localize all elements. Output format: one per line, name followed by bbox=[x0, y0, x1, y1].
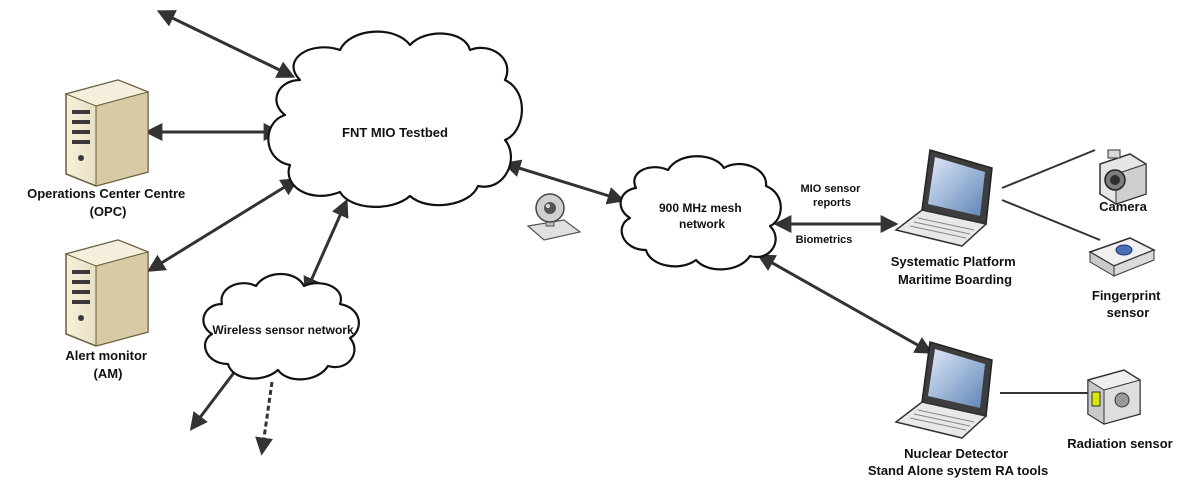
link-testbed-mesh bbox=[506, 164, 622, 200]
boarding-laptop-label: Systematic Platform Maritime Boarding bbox=[891, 254, 1020, 287]
link-label-reports-line1: MIO sensor bbox=[801, 183, 862, 195]
alert-monitor-label-line1: Alert monitor bbox=[65, 348, 147, 363]
ops-center-label: Operations Center Centre (OPC) bbox=[27, 186, 189, 219]
link-laptop-camera bbox=[1002, 150, 1095, 188]
sensor-network-label: Wireless sensor network bbox=[212, 323, 354, 337]
fingerprint-label-line2: sensor bbox=[1107, 305, 1150, 320]
testbed-cloud: FNT MIO Testbed bbox=[268, 32, 522, 207]
radiation-laptop-label-line2: Stand Alone system RA tools bbox=[868, 463, 1048, 478]
fingerprint-label-line1: Fingerprint bbox=[1092, 288, 1161, 303]
link-label-biometrics: Biometrics bbox=[796, 234, 853, 246]
link-mesh-radiation-laptop bbox=[760, 256, 930, 352]
sensor-network-cloud: Wireless sensor network bbox=[203, 274, 358, 379]
radiation-laptop-icon bbox=[896, 342, 992, 438]
fingerprint-label: Fingerprint sensor bbox=[1092, 288, 1164, 320]
boarding-laptop-label-line1: Systematic Platform bbox=[891, 254, 1016, 269]
boarding-laptop-label-line2: Maritime Boarding bbox=[898, 272, 1012, 287]
fingerprint-sensor-icon bbox=[1090, 238, 1154, 276]
radiation-sensor-icon bbox=[1088, 370, 1140, 424]
ops-center-label-line2: (OPC) bbox=[90, 204, 127, 219]
link-label-reports: MIO sensor reports bbox=[801, 183, 864, 209]
link-laptop-fingerprint bbox=[1002, 200, 1100, 240]
link-sensornet-ext-a bbox=[192, 370, 236, 428]
ops-center-server-icon bbox=[66, 80, 148, 186]
radiation-sensor-label: Radiation sensor bbox=[1067, 436, 1172, 451]
link-label-reports-line2: reports bbox=[813, 197, 851, 209]
link-internet-testbed bbox=[160, 12, 292, 76]
webcam-node-icon bbox=[528, 194, 580, 240]
boarding-laptop-icon bbox=[896, 150, 992, 246]
camera-label: Camera bbox=[1099, 199, 1147, 214]
link-sensornet-ext-b bbox=[262, 382, 272, 452]
alert-monitor-label-line2: (AM) bbox=[94, 366, 123, 381]
ops-center-label-line1: Operations Center Centre bbox=[27, 186, 185, 201]
mesh-network-cloud: 900 MHz mesh network bbox=[621, 156, 781, 269]
mesh-network-label-line1: 900 MHz mesh bbox=[659, 201, 742, 215]
radiation-laptop-label: Nuclear Detector Stand Alone system RA t… bbox=[868, 446, 1048, 478]
radiation-laptop-label-line1: Nuclear Detector bbox=[904, 446, 1008, 461]
camera-icon bbox=[1100, 150, 1146, 204]
alert-monitor-server-icon bbox=[66, 240, 148, 346]
testbed-label: FNT MIO Testbed bbox=[342, 125, 448, 140]
link-testbed-sensornet bbox=[306, 202, 346, 292]
alert-monitor-label: Alert monitor (AM) bbox=[65, 348, 150, 381]
mesh-network-label-line2: network bbox=[679, 217, 725, 231]
